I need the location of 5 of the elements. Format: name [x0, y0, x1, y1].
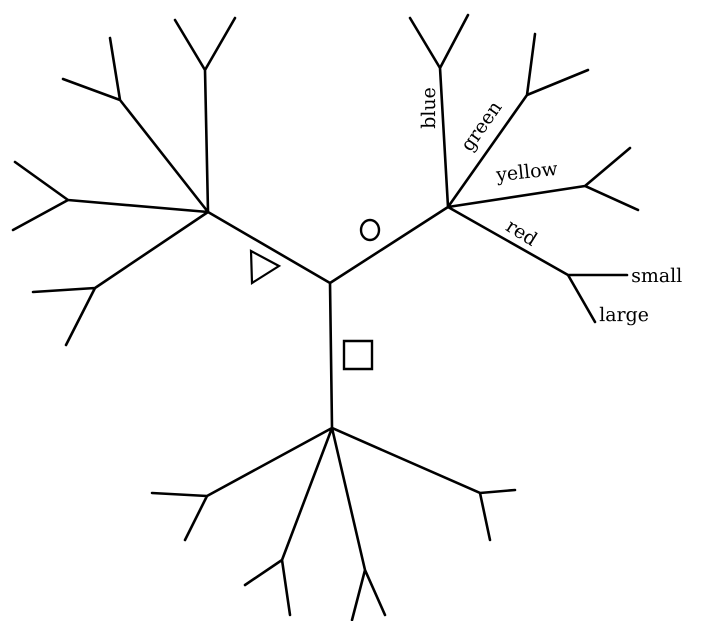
branch-label: yellow	[496, 164, 557, 186]
branch-label: red	[505, 221, 538, 246]
branch-label: small	[632, 268, 682, 282]
branch-label: blue	[420, 88, 436, 128]
branch-label: large	[600, 306, 648, 326]
